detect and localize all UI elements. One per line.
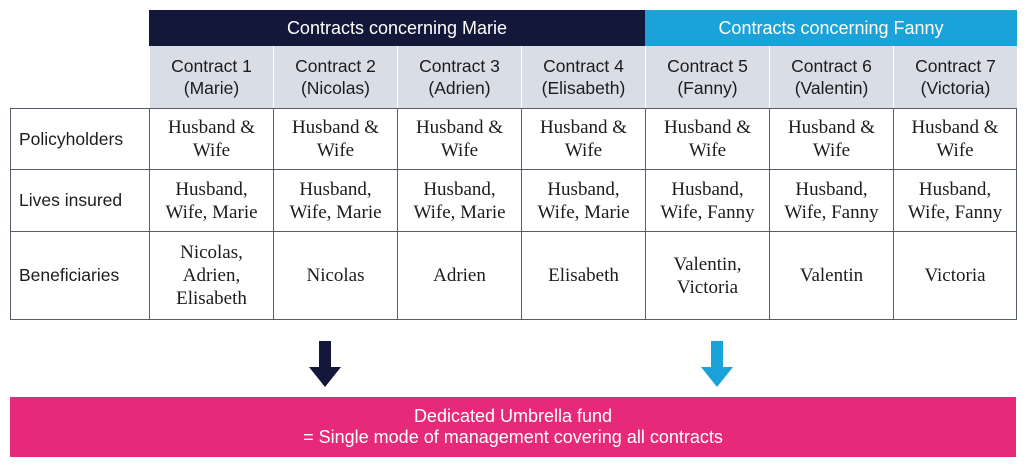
umbrella-fund-banner: Dedicated Umbrella fund = Single mode of… bbox=[10, 397, 1016, 457]
contract-name: Contract 1 bbox=[171, 56, 252, 76]
table-cell: Husband, Wife, Marie bbox=[521, 170, 645, 232]
row-label-beneficiaries: Beneficiaries bbox=[10, 232, 149, 320]
table-cell: Husband & Wife bbox=[149, 108, 273, 170]
contract-holder: (Nicolas) bbox=[300, 78, 371, 98]
table-cell: Valentin bbox=[769, 232, 893, 320]
contract-holder: (Fanny) bbox=[677, 78, 738, 98]
table-cell: Husband, Wife, Marie bbox=[397, 170, 521, 232]
contract-header-6: Contract 6 (Valentin) bbox=[769, 46, 893, 108]
table-cell: Valentin, Victoria bbox=[645, 232, 769, 320]
banner-title: Dedicated Umbrella fund bbox=[413, 406, 613, 426]
contract-name: Contract 3 bbox=[419, 56, 500, 76]
contract-holder: (Adrien) bbox=[428, 78, 491, 98]
row-label-policyholders: Policyholders bbox=[10, 108, 149, 170]
contract-header-7: Contract 7 (Victoria) bbox=[893, 46, 1017, 108]
contract-name: Contract 4 bbox=[543, 56, 624, 76]
table-cell: Husband, Wife, Marie bbox=[273, 170, 397, 232]
table-cell: Husband, Wife, Marie bbox=[149, 170, 273, 232]
group-header-marie: Contracts concerning Marie bbox=[149, 10, 645, 46]
table-cell: Husband, Wife, Fanny bbox=[645, 170, 769, 232]
table-cell: Husband & Wife bbox=[769, 108, 893, 170]
table-cell: Husband & Wife bbox=[521, 108, 645, 170]
table-cell: Husband & Wife bbox=[893, 108, 1017, 170]
contract-header-4: Contract 4 (Elisabeth) bbox=[521, 46, 645, 108]
contract-header-3: Contract 3 (Adrien) bbox=[397, 46, 521, 108]
table-cell: Victoria bbox=[893, 232, 1017, 320]
contract-name: Contract 2 bbox=[295, 56, 376, 76]
table-cell: Adrien bbox=[397, 232, 521, 320]
table-cell: Elisabeth bbox=[521, 232, 645, 320]
contract-header-1: Contract 1 (Marie) bbox=[149, 46, 273, 108]
contract-name: Contract 7 bbox=[915, 56, 996, 76]
table-cell: Husband, Wife, Fanny bbox=[769, 170, 893, 232]
contracts-table: Contracts concerning Marie Contracts con… bbox=[10, 10, 1017, 320]
table-cell: Nicolas bbox=[273, 232, 397, 320]
contract-name: Contract 5 bbox=[667, 56, 748, 76]
contract-name: Contract 6 bbox=[791, 56, 872, 76]
group-header-fanny: Contracts concerning Fanny bbox=[645, 10, 1017, 46]
table-cell: Husband & Wife bbox=[273, 108, 397, 170]
arrow-down-icon bbox=[701, 341, 733, 387]
table-cell: Nicolas, Adrien, Elisabeth bbox=[149, 232, 273, 320]
contract-holder: (Victoria) bbox=[920, 78, 991, 98]
arrow-down-icon bbox=[309, 341, 341, 387]
table-cell: Husband & Wife bbox=[397, 108, 521, 170]
contract-holder: (Marie) bbox=[183, 78, 240, 98]
banner-subtitle: = Single mode of management covering all… bbox=[303, 427, 723, 447]
row-label-lives-insured: Lives insured bbox=[10, 170, 149, 232]
contract-holder: (Elisabeth) bbox=[541, 78, 626, 98]
table-cell: Husband & Wife bbox=[645, 108, 769, 170]
contract-header-5: Contract 5 (Fanny) bbox=[645, 46, 769, 108]
table-cell: Husband, Wife, Fanny bbox=[893, 170, 1017, 232]
contract-header-2: Contract 2 (Nicolas) bbox=[273, 46, 397, 108]
contract-holder: (Valentin) bbox=[794, 78, 869, 98]
